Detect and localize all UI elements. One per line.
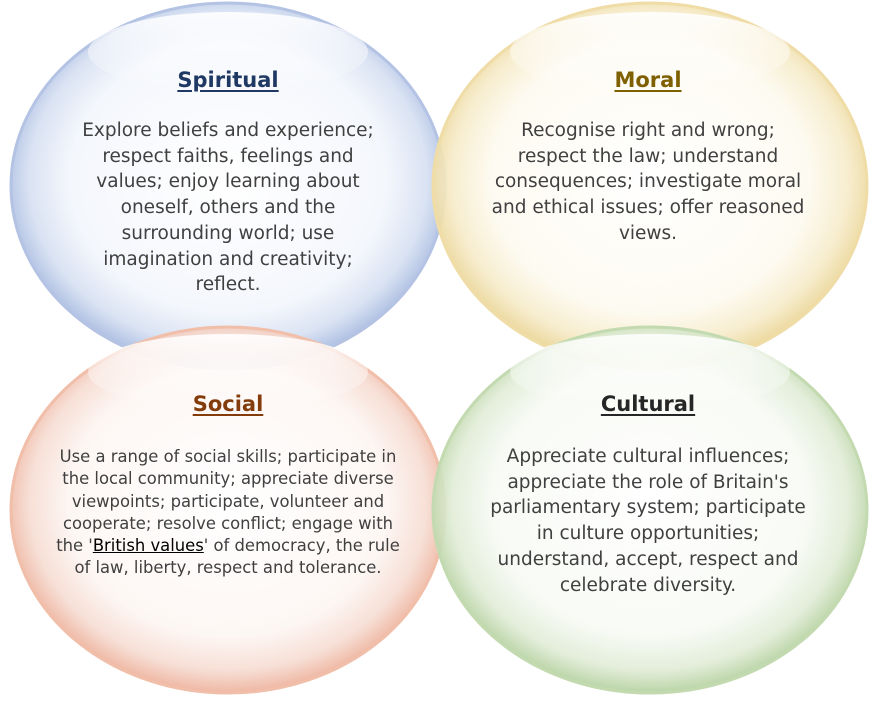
cultural-title: Cultural	[600, 392, 696, 416]
social-title: Social	[192, 392, 264, 416]
spiritual-title: Spiritual	[177, 68, 279, 92]
social-body-after: ' of democracy, the rule of law, liberty…	[74, 536, 400, 578]
moral-title: Moral	[614, 68, 682, 92]
spiritual-gloss	[88, 12, 368, 92]
spiritual-panel: Spiritual Explore beliefs and experience…	[70, 68, 386, 298]
social-gloss	[88, 334, 368, 410]
social-panel: Social Use a range of social skills; par…	[56, 392, 400, 580]
moral-gloss	[510, 12, 790, 92]
british-values-link[interactable]: British values	[92, 536, 204, 556]
moral-body: Recognise right and wrong; respect the l…	[491, 120, 805, 244]
social-body: Use a range of social skills; participat…	[56, 446, 400, 580]
social-body-before: Use a range of social skills; participat…	[56, 447, 397, 556]
spiritual-body: Explore beliefs and experience; respect …	[82, 120, 374, 296]
moral-panel: Moral Recognise right and wrong; respect…	[488, 68, 808, 247]
cultural-gloss	[510, 334, 790, 410]
cultural-panel: Cultural Appreciate cultural influences;…	[480, 392, 816, 598]
cultural-body: Appreciate cultural influences; apprecia…	[490, 446, 806, 596]
cultural-bubble	[431, 325, 869, 695]
